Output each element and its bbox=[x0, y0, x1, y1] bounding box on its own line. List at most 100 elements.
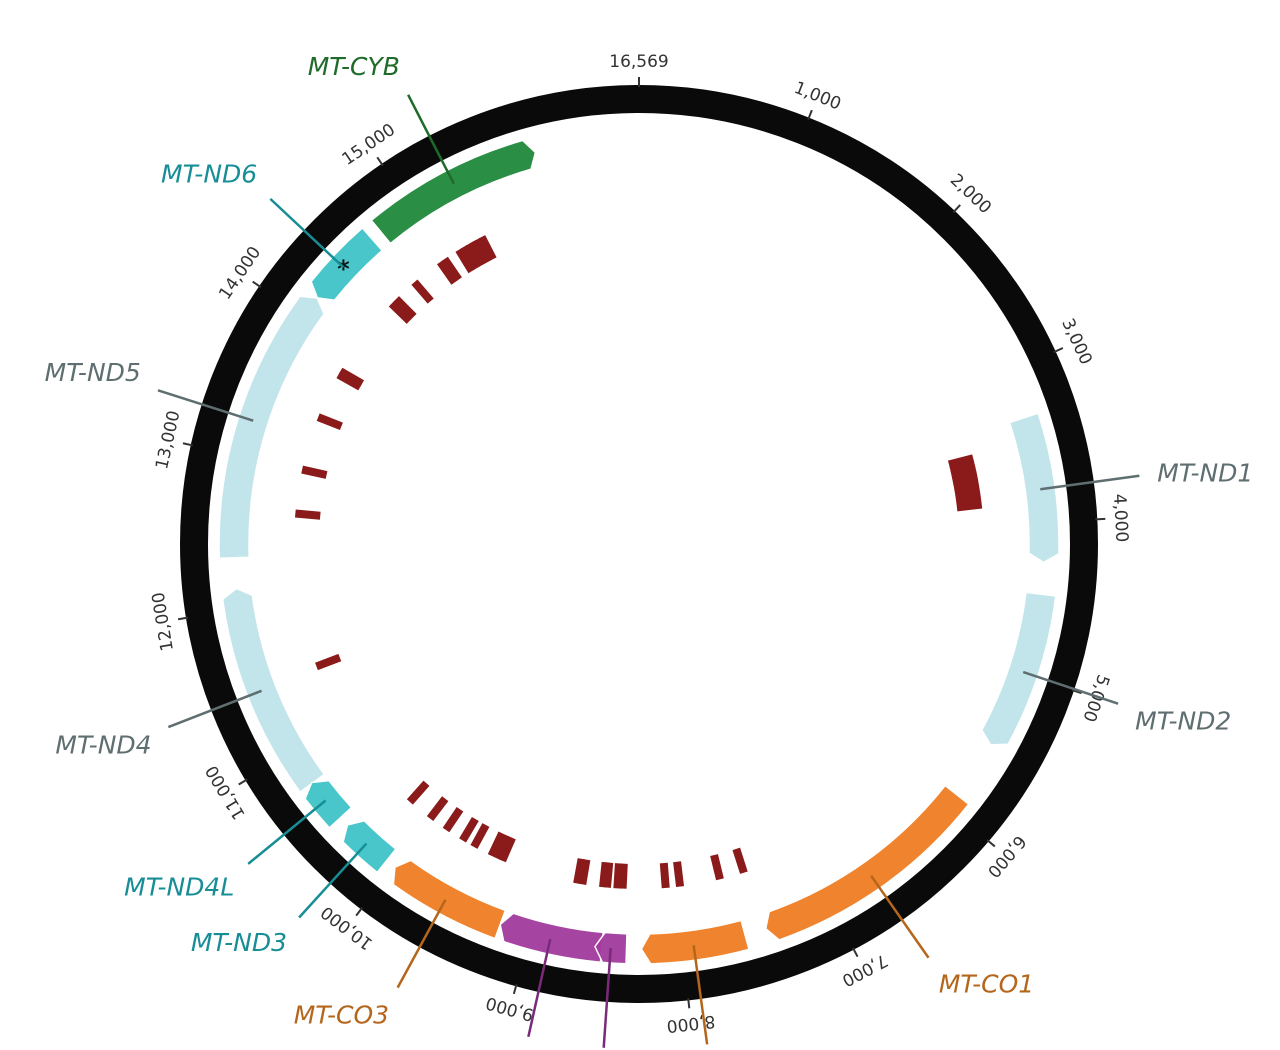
variant-mark bbox=[578, 858, 591, 885]
variant-mark bbox=[955, 492, 982, 505]
star-marker: * bbox=[337, 255, 350, 283]
tick-mark bbox=[512, 984, 518, 995]
gene-callouts: MT-CYBMT-ND6MT-ND5MT-ND4MT-ND4LMT-ND3MT-… bbox=[45, 52, 1253, 1048]
tick-mark bbox=[355, 907, 364, 917]
mt-nd6-callout-line bbox=[269, 197, 345, 269]
variant-mark bbox=[613, 863, 623, 889]
variant-mark bbox=[659, 862, 670, 889]
variant-mark bbox=[573, 858, 586, 885]
tick-label: 5,000 bbox=[1078, 672, 1113, 725]
variant-mark bbox=[956, 500, 983, 512]
variant-mark bbox=[436, 259, 458, 285]
mt-nd1-feature bbox=[1008, 412, 1060, 564]
mt-cyb-callout-line bbox=[407, 94, 455, 185]
mt-nd4l-feature bbox=[304, 779, 353, 829]
mt-co1-feature bbox=[764, 784, 970, 941]
mt-co3-callout-line bbox=[396, 899, 447, 989]
variant-mark bbox=[947, 454, 975, 469]
tick-mark bbox=[986, 839, 996, 848]
mt-nd6-label: MT-ND6 bbox=[161, 160, 257, 189]
variant-mark bbox=[602, 862, 614, 888]
variant-mark bbox=[441, 256, 462, 282]
variant-mark bbox=[954, 485, 981, 497]
variant-mark bbox=[673, 861, 685, 888]
variant-mark bbox=[388, 300, 413, 324]
mt-co3-label: MT-CO3 bbox=[294, 1000, 389, 1029]
mt-co2-feature bbox=[640, 919, 750, 965]
variant-mark bbox=[316, 413, 343, 431]
mt-nd5-feature bbox=[218, 295, 325, 560]
tick-mark bbox=[952, 204, 961, 213]
tick-mark bbox=[807, 109, 813, 120]
variant-mark bbox=[455, 247, 476, 274]
mt-co2-callout-line bbox=[692, 945, 709, 1045]
tick-mark bbox=[252, 280, 262, 289]
variant-mark bbox=[487, 831, 506, 858]
mt-atp8-callout-line bbox=[602, 947, 612, 1048]
mt-nd5-callout-line bbox=[157, 389, 254, 422]
tick-mark bbox=[1095, 517, 1106, 521]
mt-nd6-feature bbox=[310, 226, 384, 302]
mt-co3-feature bbox=[392, 859, 507, 940]
mt-co1-callout-line bbox=[870, 875, 930, 959]
mt-nd4-callout-line bbox=[167, 689, 263, 729]
mt-nd1-callout-line bbox=[1040, 474, 1140, 491]
variant-mark bbox=[442, 807, 464, 833]
tick-mark bbox=[852, 947, 859, 958]
tick-mark bbox=[687, 998, 691, 1009]
tick-label: 7,000 bbox=[838, 950, 890, 990]
variant-mark bbox=[426, 796, 449, 821]
tick-mark bbox=[1071, 689, 1082, 695]
variant-mark bbox=[470, 823, 490, 849]
tick-mark bbox=[1053, 347, 1064, 354]
variant-mark bbox=[618, 863, 628, 889]
mt-nd3-callout-line bbox=[298, 842, 368, 919]
variant-mark bbox=[472, 237, 492, 264]
tick-label: 1,000 bbox=[791, 78, 844, 115]
mt-nd4l-callout-line bbox=[247, 799, 327, 865]
variant-mark bbox=[336, 371, 363, 391]
mt-co1-label: MT-CO1 bbox=[939, 970, 1034, 999]
variant-mark bbox=[411, 279, 434, 304]
tick-label: 9,000 bbox=[484, 992, 536, 1024]
tick-label: 8,000 bbox=[666, 1011, 717, 1036]
variant-mark bbox=[952, 477, 979, 490]
tick-label: 13,000 bbox=[152, 409, 184, 471]
mt-nd4l-label: MT-ND4L bbox=[124, 872, 234, 901]
mt-nd3-label: MT-ND3 bbox=[191, 928, 287, 957]
tick-mark bbox=[177, 616, 189, 621]
tick-mark bbox=[182, 442, 193, 447]
variant-mark bbox=[315, 653, 342, 671]
variant-mark bbox=[498, 836, 516, 863]
mt-nd3-feature bbox=[342, 819, 397, 874]
genome-backbone-ring bbox=[180, 85, 1098, 1003]
variant-mark bbox=[732, 847, 748, 874]
mt-atp6-feature bbox=[499, 912, 605, 964]
position-ticks: 16,5691,0002,0003,0004,0005,0006,0007,00… bbox=[149, 52, 1132, 1036]
variant-mark bbox=[478, 235, 497, 262]
mt-nd4-feature bbox=[221, 587, 326, 794]
variant-mark bbox=[459, 245, 480, 271]
variant-marks bbox=[294, 235, 983, 889]
mt-nd4-label: MT-ND4 bbox=[55, 731, 151, 760]
tick-mark bbox=[376, 156, 384, 167]
mt-nd2-feature bbox=[980, 591, 1057, 746]
mt-nd5-label: MT-ND5 bbox=[45, 358, 141, 387]
mt-nd1-label: MT-ND1 bbox=[1157, 458, 1253, 487]
variant-mark bbox=[294, 509, 321, 520]
variant-mark bbox=[710, 854, 724, 881]
mt-nd2-label: MT-ND2 bbox=[1135, 706, 1231, 735]
variant-mark bbox=[393, 296, 417, 320]
variant-mark bbox=[301, 465, 328, 479]
gene-features: * bbox=[218, 139, 1060, 965]
tick-label: 16,569 bbox=[609, 52, 668, 72]
mt-atp6-callout-line bbox=[527, 938, 552, 1038]
mt-cyb-label: MT-CYB bbox=[308, 52, 400, 81]
variant-mark bbox=[406, 780, 430, 805]
tick-mark bbox=[238, 778, 248, 786]
mt-cyb-feature bbox=[370, 139, 537, 245]
variant-mark bbox=[949, 460, 976, 475]
tick-label: 4,000 bbox=[1109, 493, 1132, 543]
tick-label: 12,000 bbox=[149, 591, 178, 653]
